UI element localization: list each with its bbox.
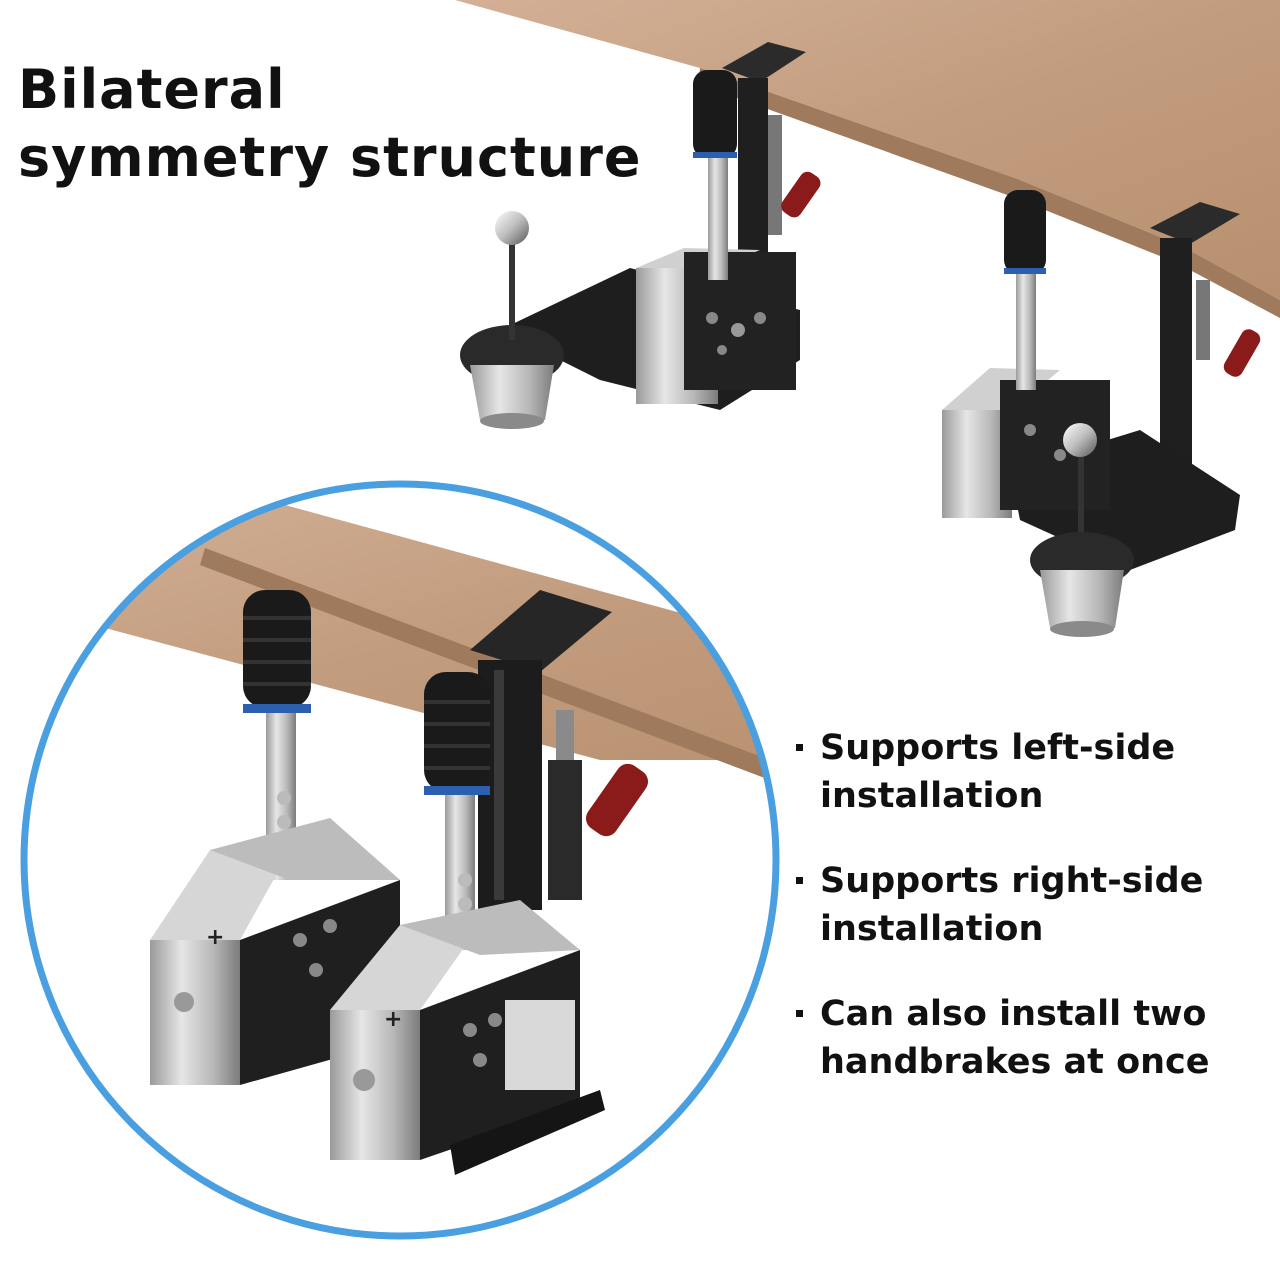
dual-handbrake-callout: + bbox=[20, 480, 780, 1240]
feature-item-left-side: Supports left-side installation bbox=[790, 724, 1270, 820]
feature-text-line-2: installation bbox=[820, 776, 1044, 816]
feature-item-right-side: Supports right-side installation bbox=[790, 857, 1270, 953]
bullet-icon bbox=[796, 1010, 803, 1017]
callout-ring bbox=[20, 480, 780, 1240]
headline-line-2: symmetry structure bbox=[18, 126, 642, 189]
headline: Bilateral symmetry structure bbox=[18, 56, 642, 192]
right-side-installation-illustration bbox=[942, 190, 1261, 637]
feature-list: Supports left-side installation Supports… bbox=[790, 724, 1270, 1123]
desk-top-wood bbox=[455, 0, 1280, 318]
shifter-icon bbox=[509, 240, 515, 340]
feature-text-line-1: Can also install two bbox=[820, 994, 1207, 1034]
bullet-icon bbox=[796, 877, 803, 884]
bullet-icon bbox=[796, 744, 803, 751]
desk-clamp-icon bbox=[722, 42, 806, 82]
left-side-installation-illustration bbox=[460, 42, 821, 429]
feature-text-line-2: installation bbox=[820, 909, 1044, 949]
feature-item-two-handbrakes: Can also install two handbrakes at once bbox=[790, 990, 1270, 1086]
feature-text-line-1: Supports right-side bbox=[820, 861, 1204, 901]
feature-text-line-2: handbrakes at once bbox=[820, 1042, 1210, 1082]
feature-text-line-1: Supports left-side bbox=[820, 728, 1176, 768]
handbrake-icon bbox=[708, 130, 728, 280]
svg-text:+: + bbox=[384, 1007, 402, 1032]
headline-line-1: Bilateral bbox=[18, 58, 286, 121]
svg-text:+: + bbox=[206, 925, 224, 950]
